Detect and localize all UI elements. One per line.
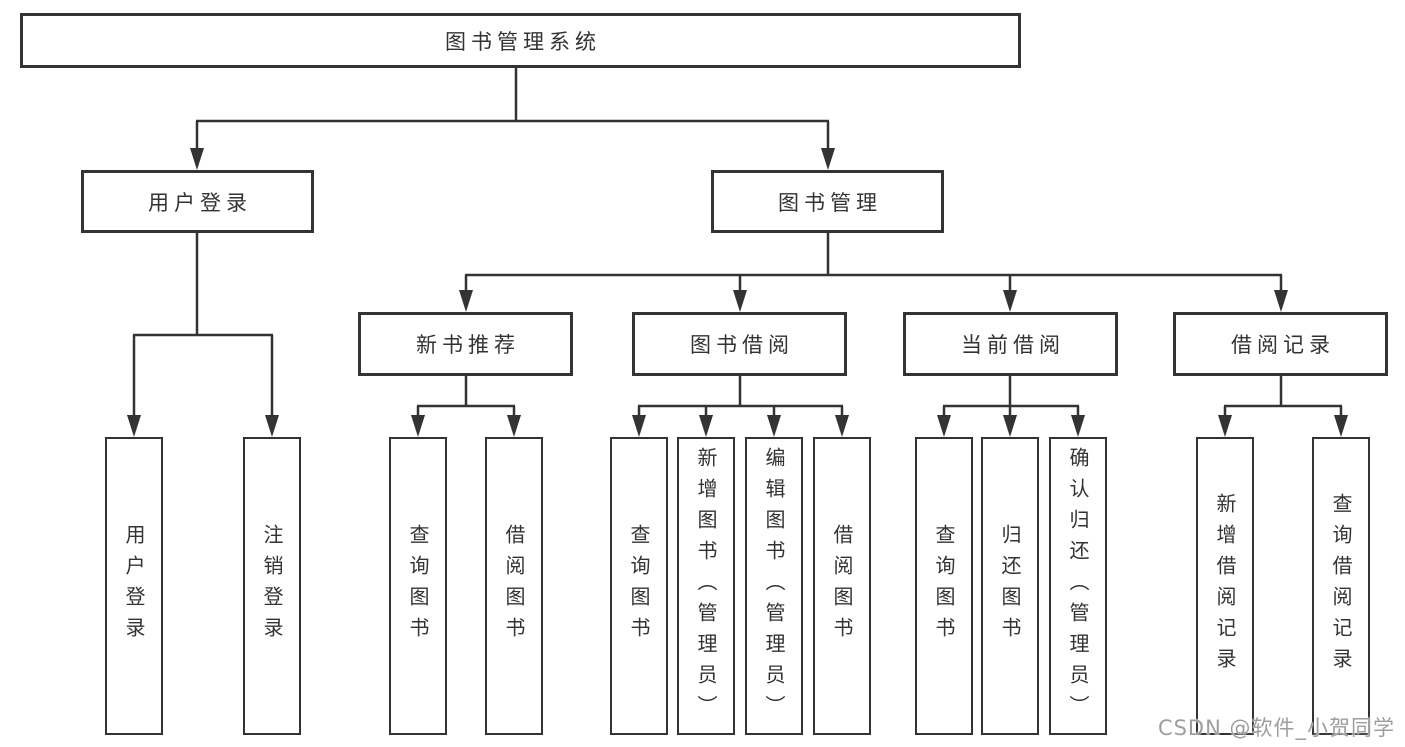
leaf-query-books-1: 查询图书 <box>389 437 447 735</box>
leaf-return-books-label: 归还图书 <box>998 524 1022 648</box>
leaf-user-login: 用户登录 <box>105 437 163 735</box>
node-book-borrow: 图书借阅 <box>632 312 847 376</box>
leaf-borrow-books-1: 借阅图书 <box>485 437 543 735</box>
csdn-watermark: CSDN @软件_小贺同学 <box>1157 716 1395 740</box>
leaf-query-books-3-label: 查询图书 <box>932 524 956 648</box>
leaf-borrow-books-1-label: 借阅图书 <box>502 524 526 648</box>
node-new-book-recommend: 新书推荐 <box>358 312 573 376</box>
node-library-management-system: 图书管理系统 <box>20 13 1021 68</box>
leaf-query-borrow-record: 查询借阅记录 <box>1312 437 1370 735</box>
node-borrow-record: 借阅记录 <box>1173 312 1388 376</box>
leaf-return-books: 归还图书 <box>981 437 1039 735</box>
leaf-edit-books-admin: 编辑图书（管理员） <box>745 437 803 735</box>
leaf-logout: 注销登录 <box>243 437 301 735</box>
leaf-add-books-admin-label: 新增图书（管理员） <box>694 446 718 726</box>
leaf-add-books-admin: 新增图书（管理员） <box>677 437 735 735</box>
leaf-confirm-return-admin: 确认归还（管理员） <box>1049 437 1107 735</box>
node-current-borrow: 当前借阅 <box>903 312 1118 376</box>
leaf-query-books-3: 查询图书 <box>915 437 973 735</box>
node-user-login: 用户登录 <box>81 170 314 233</box>
leaf-add-borrow-record-label: 新增借阅记录 <box>1213 493 1237 679</box>
leaf-query-books-2: 查询图书 <box>610 437 668 735</box>
leaf-borrow-books-2-label: 借阅图书 <box>830 524 854 648</box>
leaf-edit-books-admin-label: 编辑图书（管理员） <box>762 446 786 726</box>
leaf-query-books-2-label: 查询图书 <box>627 524 651 648</box>
leaf-query-borrow-record-label: 查询借阅记录 <box>1329 493 1353 679</box>
leaf-borrow-books-2: 借阅图书 <box>813 437 871 735</box>
leaf-logout-label: 注销登录 <box>260 524 284 648</box>
node-book-management: 图书管理 <box>711 170 944 233</box>
leaf-query-books-1-label: 查询图书 <box>406 524 430 648</box>
leaf-user-login-label: 用户登录 <box>122 524 146 648</box>
leaf-add-borrow-record: 新增借阅记录 <box>1196 437 1254 735</box>
leaf-confirm-return-admin-label: 确认归还（管理员） <box>1066 446 1090 726</box>
